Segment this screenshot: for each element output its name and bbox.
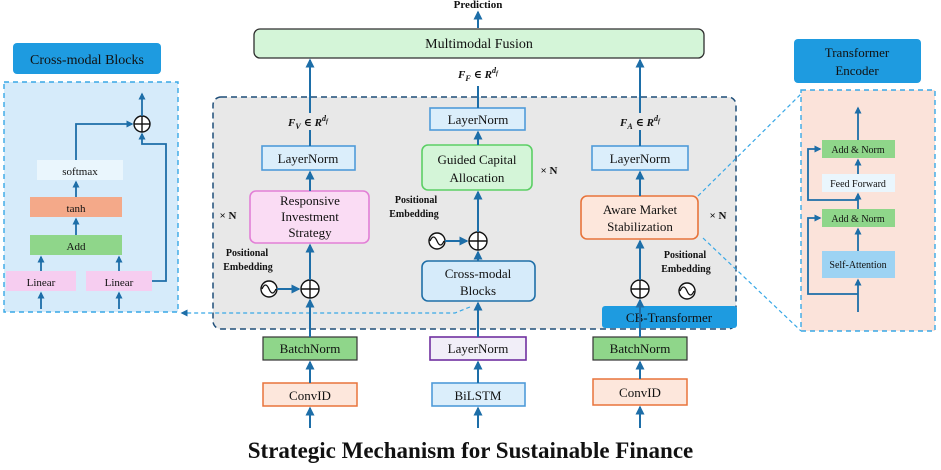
right-pos-embedding-1: Positional: [664, 250, 706, 261]
fv-feature-exp-sub: f: [326, 119, 329, 125]
tanh-label: tanh: [67, 203, 86, 215]
center-pos-embedding-2: Embedding: [389, 209, 438, 220]
softmax-box: [37, 160, 123, 180]
feed-forward-box: [822, 174, 895, 192]
left-pos-embedding-1: Positional: [226, 248, 268, 259]
center-times-n: × N: [541, 165, 558, 177]
responsive-line1: Responsive: [280, 193, 340, 208]
cross-modal-blocks-line2: Blocks: [460, 283, 496, 298]
diagram-title: Strategic Mechanism for Sustainable Fina…: [247, 438, 694, 463]
fa-feature-main: F: [619, 117, 628, 129]
guided-capital-line2: Allocation: [450, 170, 505, 185]
fv-feature-sub: V: [295, 122, 301, 131]
ff-feature-sub: F: [464, 74, 471, 83]
svg-text:FF∈ Rdf: FF∈ Rdf: [457, 66, 499, 83]
center-pos-embedding-1: Positional: [395, 195, 437, 206]
transformer-tab-line1: Transformer: [825, 45, 890, 60]
aware-market-line2: Stabilization: [607, 219, 673, 234]
transformer-tab: [794, 39, 921, 83]
cb-transformer-tab: [602, 306, 737, 328]
softmax-label: softmax: [62, 166, 98, 178]
right-layernorm-label: LayerNorm: [610, 151, 671, 166]
fv-feature-exp: d: [322, 114, 327, 123]
cb-transformer-label: CB-Transformer: [626, 310, 713, 325]
svg-text:FA∈ Rdf: FA∈ Rdf: [619, 114, 661, 131]
left-pos-embedding-2: Embedding: [223, 262, 272, 273]
right-conv-label: ConvID: [619, 385, 661, 400]
responsive-line3: Strategy: [288, 225, 332, 240]
responsive-line2: Investment: [281, 209, 339, 224]
add-label: Add: [67, 241, 86, 253]
multimodal-fusion-label: Multimodal Fusion: [425, 37, 533, 52]
self-attention-label: Self-Attention: [829, 260, 886, 271]
cross-modal-tab: [13, 43, 161, 74]
transformer-tab-line2: Encoder: [835, 63, 879, 78]
left-layernorm-box: [261, 145, 356, 171]
right-pos-embedding-2: Embedding: [661, 264, 710, 275]
fv-feature-in: ∈ R: [304, 117, 322, 129]
fa-feature-exp: d: [654, 114, 659, 123]
left-batchnorm-label: BatchNorm: [280, 341, 341, 356]
transformer-arrows: [807, 106, 862, 312]
ff-feature-in: ∈ R: [474, 69, 492, 81]
fa-feature-sub: A: [626, 122, 633, 131]
right-times-n: × N: [710, 210, 727, 222]
fa-feature-in: ∈ R: [636, 117, 654, 129]
add-norm-bottom-box: [822, 209, 895, 227]
add-box: [30, 235, 122, 255]
center-add-operator: [468, 231, 488, 251]
right-add-operator: [630, 279, 650, 299]
center-layernorm-bottom-label: LayerNorm: [448, 341, 509, 356]
bilstm-label: BiLSTM: [455, 388, 502, 403]
add-norm-top-label: Add & Norm: [831, 145, 885, 156]
right-sine-wave-icon: [678, 282, 696, 300]
linear-box-1: [6, 271, 76, 291]
left-conv-label: ConvID: [289, 388, 331, 403]
ff-feature-exp-sub: f: [496, 71, 499, 77]
multimodal-fusion-box: [253, 28, 705, 59]
fv-feature-main: F: [287, 117, 296, 129]
left-add-operator: [300, 279, 320, 299]
right-batchnorm-label: BatchNorm: [610, 341, 671, 356]
center-branch-arrows: [445, 86, 483, 428]
cross-modal-tab-label: Cross-modal Blocks: [30, 53, 144, 68]
self-attention-box: [822, 251, 895, 278]
linear-box-2: [86, 271, 152, 291]
aware-market-line1: Aware Market: [603, 202, 678, 217]
add-norm-bottom-label: Add & Norm: [831, 214, 885, 225]
prediction-label: Prediction: [454, 0, 503, 11]
fa-feature-exp-sub: f: [658, 119, 661, 125]
tanh-box: [30, 197, 122, 217]
ff-feature-exp: d: [492, 66, 497, 75]
cross-modal-arrows: [37, 92, 167, 309]
left-branch-arrows: [277, 58, 315, 428]
linear-label-2: Linear: [105, 277, 134, 289]
cross-modal-blocks-line1: Cross-modal: [445, 266, 512, 281]
center-sine-wave-icon: [428, 232, 446, 250]
ff-feature-main: F: [457, 69, 466, 81]
feed-forward-label: Feed Forward: [830, 179, 886, 190]
linear-label-1: Linear: [27, 277, 56, 289]
center-layernorm-top-label: LayerNorm: [448, 112, 509, 127]
add-norm-top-box: [822, 140, 895, 158]
right-layernorm-box: [591, 145, 689, 171]
svg-text:FV∈ Rdf: FV∈ Rdf: [287, 114, 329, 131]
left-layernorm-label: LayerNorm: [278, 151, 339, 166]
left-times-n: × N: [220, 210, 237, 222]
left-sine-wave-icon: [260, 280, 278, 298]
panel-connectors: [180, 90, 805, 332]
guided-capital-line1: Guided Capital: [437, 152, 516, 167]
